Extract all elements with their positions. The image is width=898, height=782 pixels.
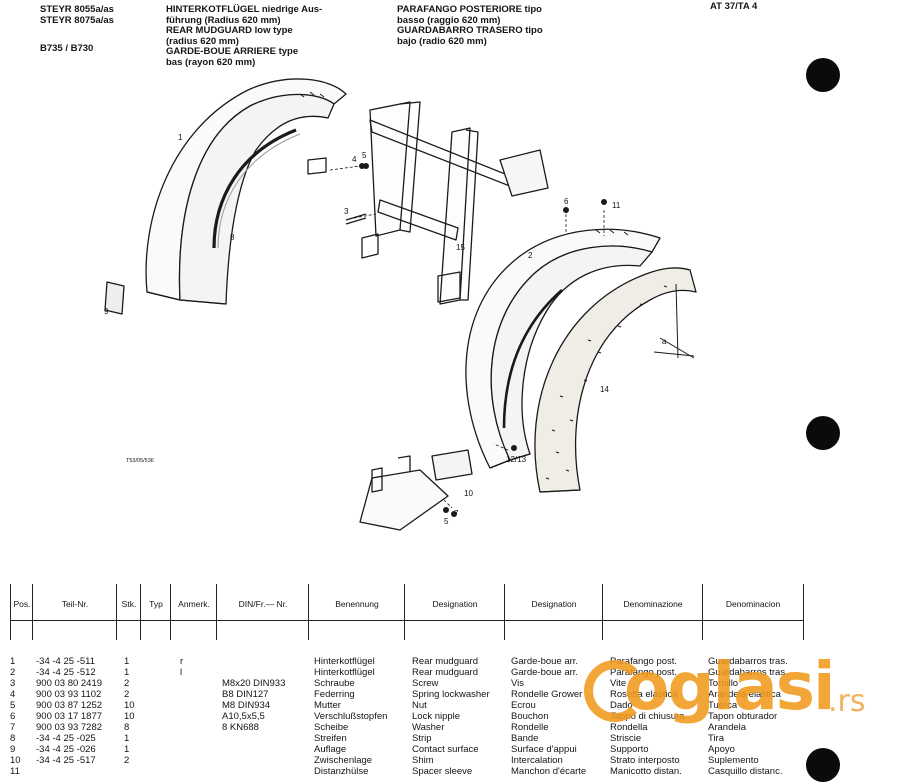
page-reference: AT 37/TA 4: [710, 1, 758, 12]
title-line: bajo (radio 620 mm): [397, 35, 487, 47]
binder-hole: [806, 58, 840, 92]
part-label: 6: [564, 197, 569, 206]
part-label: 11: [612, 201, 621, 210]
table-row: 11 Distanzhülse Spacer sleeve Manchon d'…: [10, 766, 783, 777]
table-row: 1 -34 -4 25 -511 1 r Hinterkotflügel Rea…: [10, 656, 788, 667]
table-row: 9 -34 -4 25 -026 1 Auflage Contact surfa…: [10, 744, 735, 755]
header-divider: [10, 620, 803, 621]
left-mudguard-shape: [104, 78, 347, 315]
title-line: PARAFANGO POSTERIORE tipo: [397, 4, 542, 15]
title-line: HINTERKOTFLÜGEL niedrige Aus-: [166, 4, 323, 15]
right-mudguard-shape: [465, 228, 661, 469]
part-label: 1: [178, 133, 183, 142]
part-label: 5: [362, 151, 367, 160]
tyre-shape: [534, 267, 697, 493]
header-cell: Stk.: [116, 584, 141, 640]
swirl-icon: [584, 660, 646, 722]
table-row: 2 -34 -4 25 -512 1 l Hinterkotflügel Rea…: [10, 667, 788, 678]
table-row: 10 -34 -4 25 -517 2 Zwischenlage Shim In…: [10, 755, 759, 766]
dimension-label: a: [662, 337, 667, 346]
exploded-parts-drawing: 1 2 3 4 5 6 7 8 9 10 11 12/13 14 15 a 5: [104, 78, 697, 531]
title-line: führung (Radius 620 mm): [166, 14, 281, 26]
header-cell: Denominacion: [702, 584, 804, 640]
title-line: (radius 620 mm): [166, 35, 239, 47]
title-line: GUARDABARRO TRASERO tipo: [397, 25, 543, 36]
title-line: GARDE-BOUE ARRIERE type: [166, 46, 299, 57]
model-header: STEYR 8055a/as STEYR 8075a/as: [40, 4, 114, 26]
header-cell: Designation: [504, 584, 603, 640]
part-label: 14: [600, 385, 609, 394]
part-label: 12/13: [506, 455, 527, 464]
table-row: 7 900 03 93 7282 8 8 KN688 Scheibe Washe…: [10, 722, 747, 733]
part-label: 7: [454, 509, 459, 518]
part-label: 4: [352, 155, 357, 164]
header-cell: Pos.: [10, 584, 33, 640]
model-line: STEYR 8055a/as: [40, 4, 114, 15]
part-label: 9: [104, 307, 109, 316]
part-label: 5: [444, 517, 449, 526]
table-row: 8 -34 -4 25 -025 1 Streifen Strip Bande …: [10, 733, 725, 744]
title-german-english-french: HINTERKOTFLÜGEL niedrige Aus- führung (R…: [166, 4, 323, 68]
mounting-plate-shape: [359, 449, 473, 531]
part-label: 8: [230, 233, 235, 242]
title-line: bas (rayon 620 mm): [166, 56, 256, 68]
header-cell: Teil-Nr.: [32, 584, 117, 640]
watermark-logo: oglasi .rs: [584, 640, 884, 740]
model-line: STEYR 8075a/as: [40, 14, 114, 26]
binder-hole: [806, 416, 840, 450]
title-italian-spanish: PARAFANGO POSTERIORE tipo basso (raggio …: [397, 4, 543, 47]
header-cell: DIN/Fr.— Nr.: [216, 584, 309, 640]
binder-hole: [806, 748, 840, 782]
header-cell: Denominazione: [602, 584, 703, 640]
watermark-brand: oglasi: [624, 648, 836, 725]
header-cell: Anmerk.: [170, 584, 217, 640]
title-line: basso (raggio 620 mm): [397, 14, 501, 26]
header-cell: Designation: [404, 584, 505, 640]
part-label: 2: [528, 251, 533, 260]
table-row: 6 900 03 17 1877 10 A10,5x5,5 Verschlußs…: [10, 711, 778, 722]
watermark-tld: .rs: [828, 684, 866, 719]
drawing-code: T53/05/536: [126, 458, 154, 464]
part-label: 15: [456, 243, 465, 252]
header-cell: Benennung: [308, 584, 405, 640]
title-line: REAR MUDGUARD low type: [166, 25, 293, 36]
bracket-frame-shape: [345, 101, 549, 305]
part-label: 10: [464, 489, 473, 498]
series-label: B735 / B730: [40, 43, 94, 54]
header-cell: Typ: [140, 584, 171, 640]
part-label: 3: [344, 207, 349, 216]
parts-table-header: Pos. Teil-Nr. Stk. Typ Anmerk. DIN/Fr.— …: [10, 584, 804, 640]
